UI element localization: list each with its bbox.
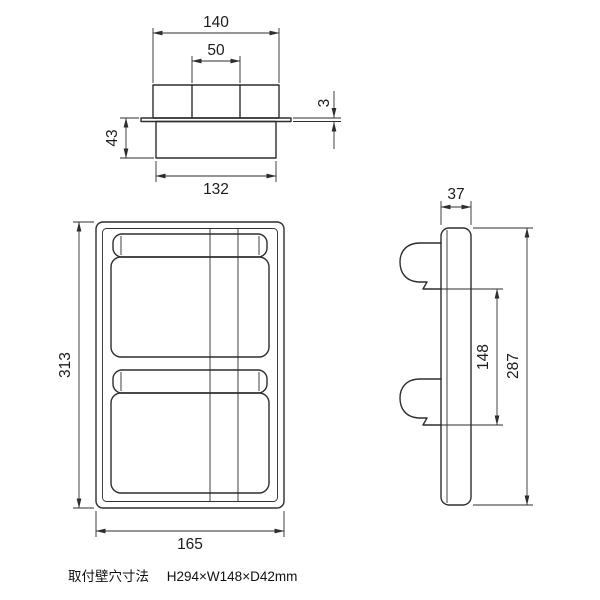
top-view-lower-body	[155, 120, 277, 159]
dim-hook-pitch-value: 148	[475, 344, 492, 370]
dim-front-height-value: 313	[57, 352, 74, 378]
top-view: 140 50 3 43 132	[104, 14, 341, 198]
dim-width-top-extensions	[152, 28, 280, 83]
dim-width-top: 140	[152, 14, 280, 83]
dim-depth-top-view: 43	[104, 117, 154, 159]
top-view-upper-body	[152, 84, 280, 119]
dim-flange-thickness-extensions	[293, 117, 341, 122]
lower-hook-profile	[399, 378, 442, 426]
front-view-center-channel-lines	[209, 229, 239, 501]
lower-roll-opening	[110, 392, 270, 494]
dim-front-width-extensions	[95, 511, 285, 537]
dim-side-depth-extensions	[440, 201, 472, 225]
dim-side-depth: 37	[440, 186, 472, 225]
dim-flange-thickness-value: 3	[316, 99, 333, 108]
front-view-inner-frame	[102, 228, 278, 502]
dim-front-height: 313	[57, 221, 94, 509]
top-view-inner-channel-lines	[191, 84, 241, 119]
dim-side-height: 287	[473, 227, 533, 506]
dim-width-inner-value: 50	[207, 42, 225, 59]
dim-depth-value: 43	[104, 129, 121, 146]
mounting-hole-note: 取付壁穴寸法 H294×W148×D42mm	[68, 569, 297, 584]
dim-width-inner-extensions	[191, 56, 241, 83]
front-view-outer-frame	[95, 221, 285, 509]
front-view: 313 165	[57, 221, 285, 553]
dim-side-depth-value: 37	[447, 186, 464, 203]
dim-hook-pitch: 148	[424, 288, 503, 426]
dim-width-bottom-value: 132	[203, 181, 229, 198]
dim-front-width-value: 165	[177, 536, 203, 553]
dim-side-height-extensions	[473, 227, 533, 506]
dim-width-top-value: 140	[203, 14, 229, 31]
upper-roll-bar	[112, 233, 268, 258]
upper-hook-profile	[399, 242, 442, 290]
dim-depth-extensions	[120, 117, 154, 159]
dim-width-inner: 50	[191, 42, 241, 83]
dim-side-height-value: 287	[505, 353, 522, 379]
dim-width-bottom-extensions	[155, 161, 277, 182]
upper-roll-opening	[110, 256, 270, 358]
dim-width-bottom: 132	[155, 161, 277, 198]
side-view: 37 148 287	[399, 186, 533, 506]
side-view-body	[440, 227, 472, 506]
mounting-hole-note-value: H294×W148×D42mm	[167, 569, 298, 584]
lower-roll-bar-end-caps	[120, 372, 260, 391]
mounting-hole-note-label: 取付壁穴寸法	[68, 569, 149, 584]
dim-front-width: 165	[95, 511, 285, 553]
lower-roll-bar	[112, 369, 268, 394]
dim-hook-pitch-extensions	[424, 288, 503, 426]
upper-roll-bar-end-caps	[120, 236, 260, 255]
dim-flange-thickness: 3	[293, 91, 341, 149]
dim-front-height-extensions	[73, 221, 94, 509]
